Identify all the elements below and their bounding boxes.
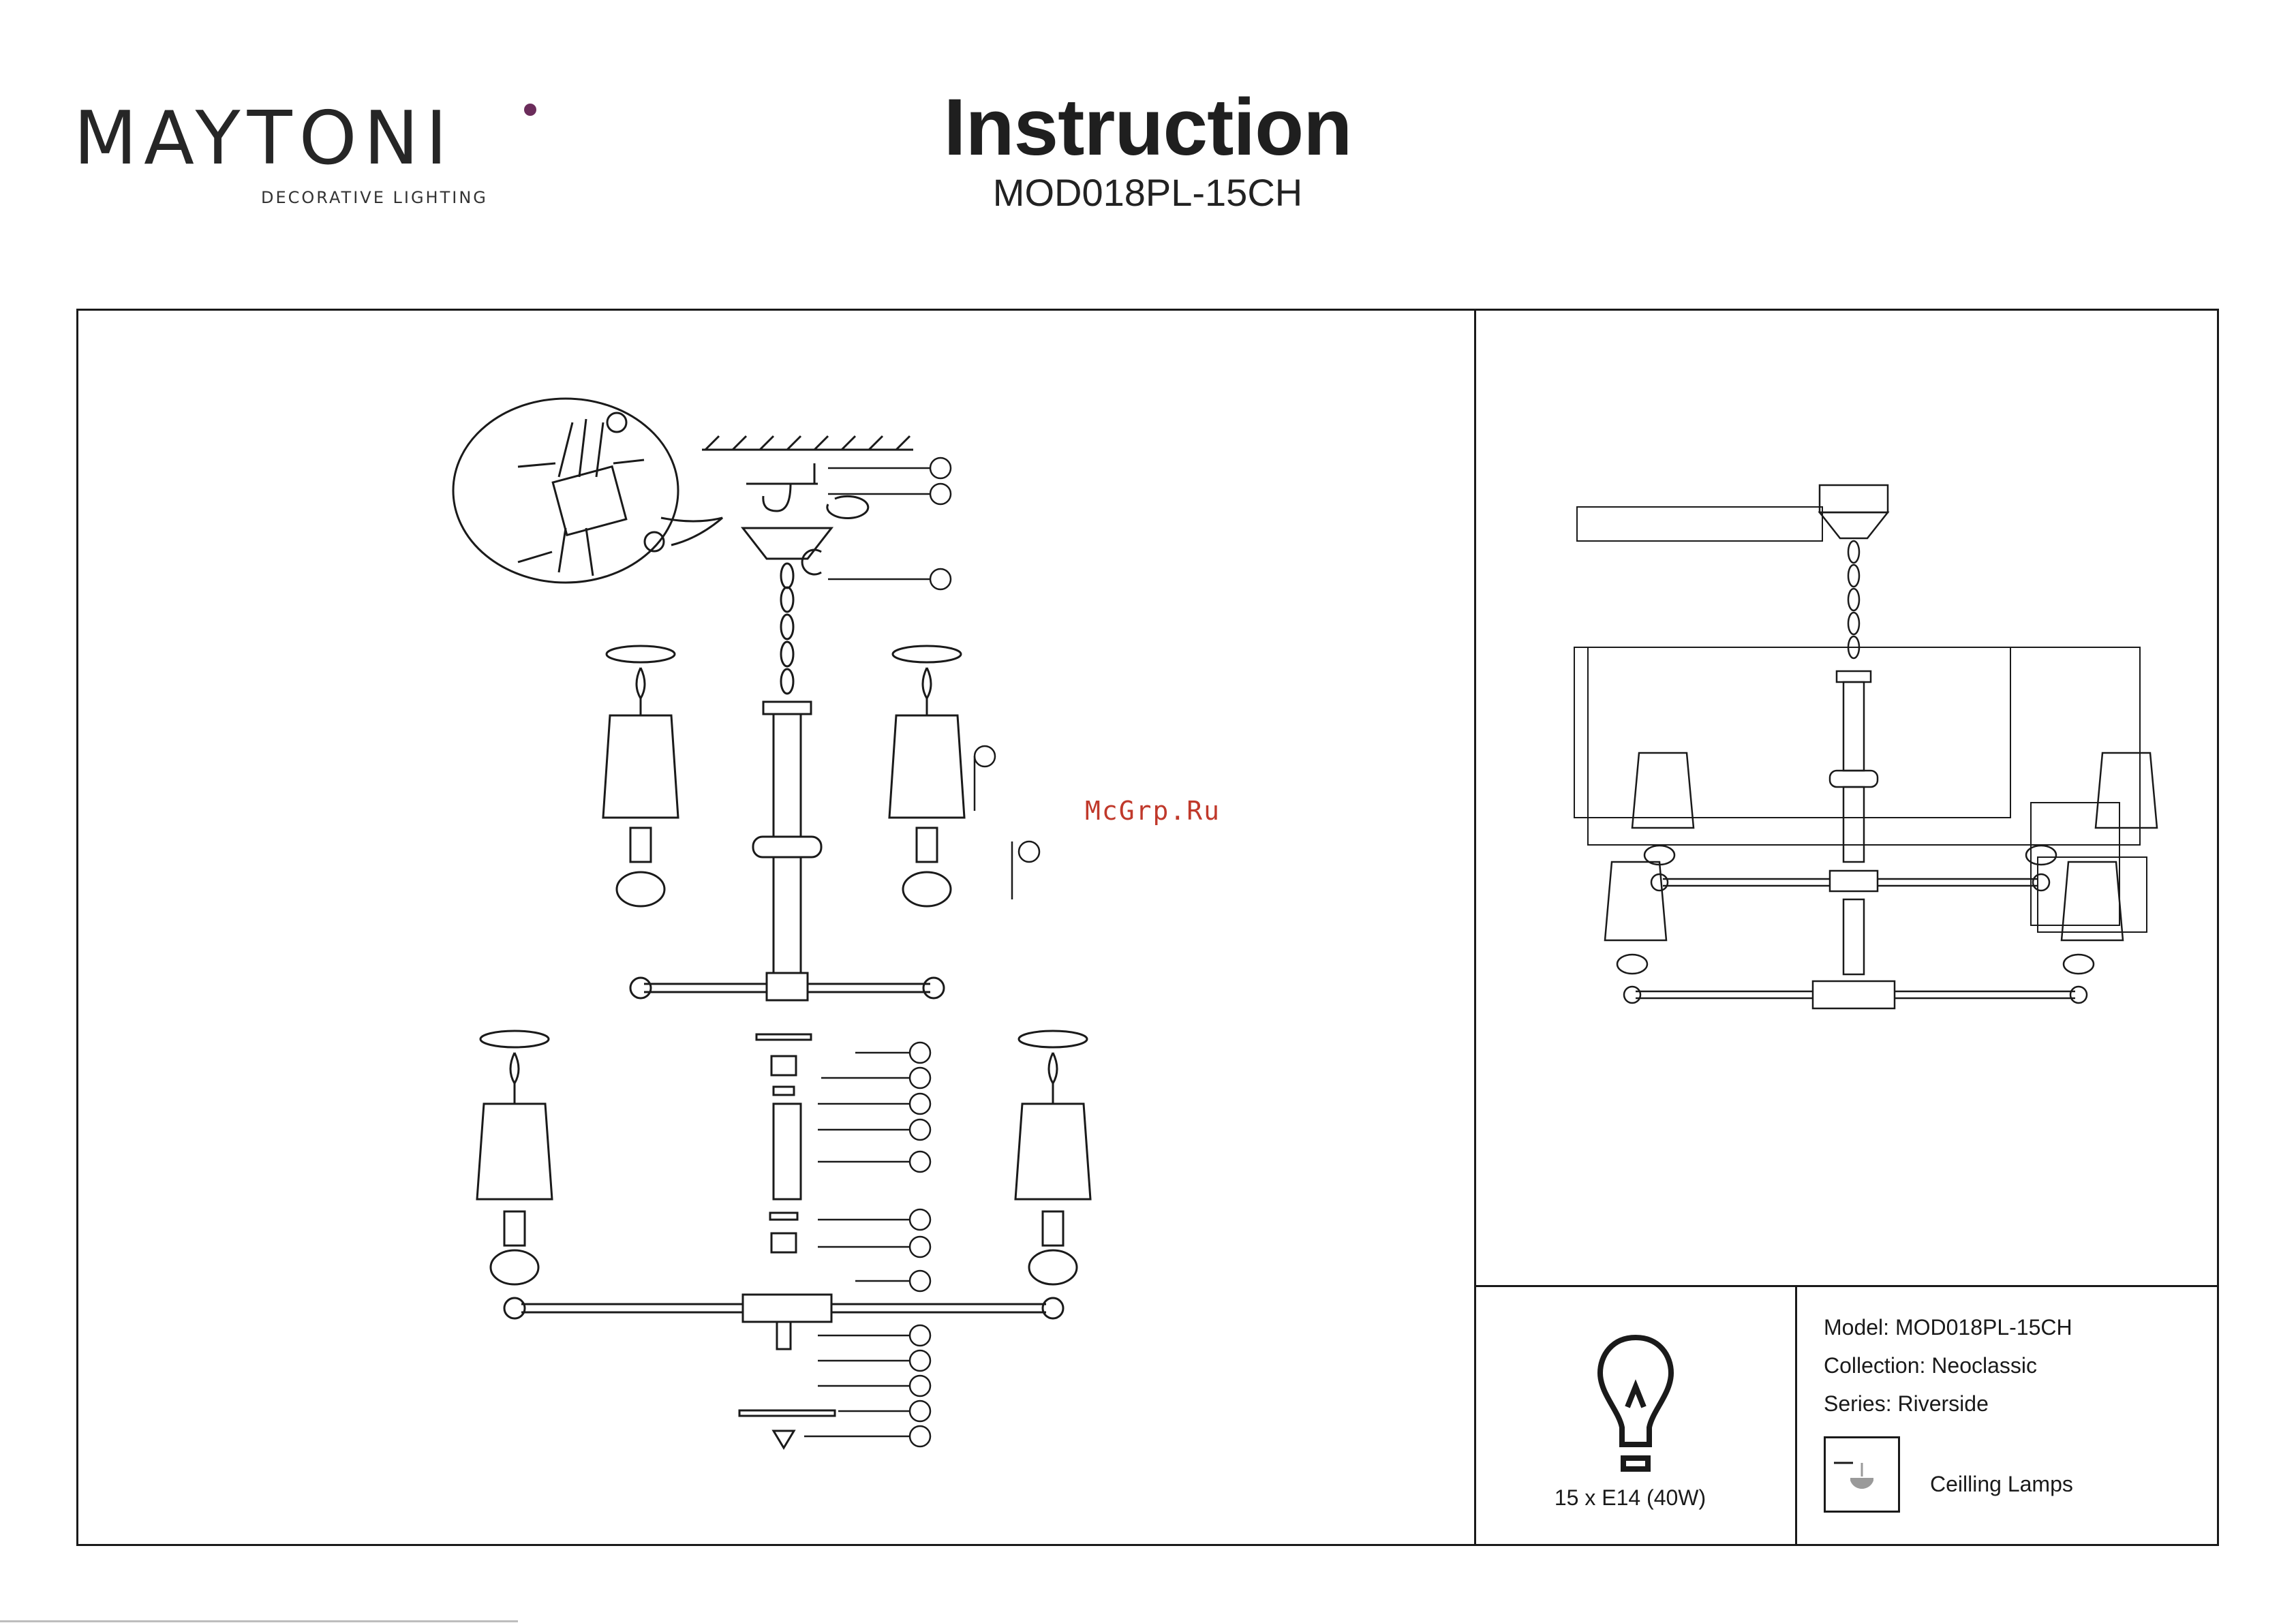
shades-view xyxy=(1605,753,2157,974)
brand-logo: MAYTONI DECORATIVE LIGHTING xyxy=(74,102,483,218)
footer-rule xyxy=(0,1620,518,1622)
assembly-diagram xyxy=(436,382,1227,1472)
wiring-detail-callout xyxy=(453,399,722,583)
bulb-icon xyxy=(1595,1332,1677,1475)
stem-view xyxy=(1813,671,1895,1008)
spec-model: Model: MOD018PL-15CH xyxy=(1824,1315,2072,1340)
upper-lamp-left xyxy=(603,646,678,906)
lower-arms xyxy=(504,1295,1063,1448)
brand-tagline: DECORATIVE LIGHTING xyxy=(74,188,483,207)
canopy xyxy=(743,528,831,559)
product-drawing xyxy=(1567,477,2167,1063)
arms-view xyxy=(1624,874,2087,1003)
chain-view xyxy=(1848,541,1859,658)
frame-divider-horizontal xyxy=(1474,1285,2219,1287)
chain xyxy=(781,550,821,694)
upper-arms xyxy=(630,978,944,998)
lower-lamp-right xyxy=(1015,1031,1090,1284)
ceiling-lamp-icon xyxy=(1824,1436,1900,1513)
watermark: McGrp.Ru xyxy=(1085,796,1221,826)
mounting-hook xyxy=(746,463,868,518)
canopy-view xyxy=(1820,485,1888,538)
lower-lamp-left xyxy=(477,1031,552,1284)
lamp-type-label: Ceilling Lamps xyxy=(1930,1472,2073,1497)
upper-lamp-right xyxy=(889,646,964,906)
logo-dot xyxy=(524,104,536,116)
page-subtitle-model: MOD018PL-15CH xyxy=(807,174,1488,212)
stem-parts-stack xyxy=(756,1034,811,1252)
page-title: Instruction xyxy=(807,87,1488,168)
callout-markers xyxy=(804,458,1039,1447)
spec-divider-vertical xyxy=(1795,1285,1797,1546)
spec-series: Series: Riverside xyxy=(1824,1391,1989,1417)
spec-collection: Collection: Neoclassic xyxy=(1824,1353,2037,1378)
ceiling-hatch xyxy=(702,436,913,450)
lamp-spec: 15 x E14 (40W) xyxy=(1478,1485,1783,1511)
brand-name: MAYTONI xyxy=(74,102,483,176)
frame-divider-vertical xyxy=(1474,309,1476,1546)
central-stem xyxy=(753,702,821,1000)
